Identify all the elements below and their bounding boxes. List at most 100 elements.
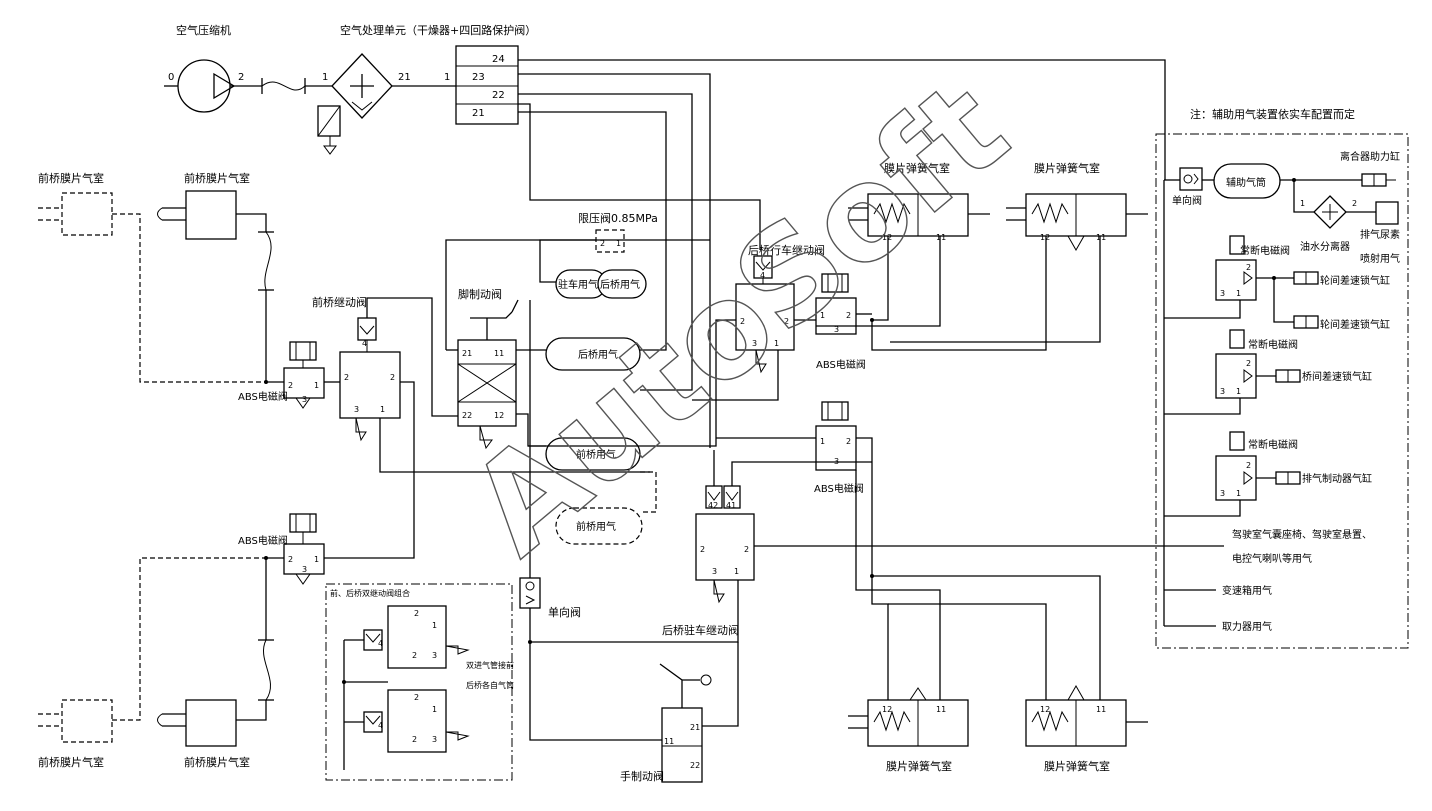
rear-park-relay-valve: 42 41 2 2 3 1 后桥驻车继动阀 [662,485,755,637]
foot-brake-valve: 21 11 22 12 脚制动阀 [457,287,519,450]
nc-valve-2: 2 3 1 常断电磁阀 [1215,329,1298,399]
svg-text:12: 12 [1040,233,1050,242]
svg-text:2: 2 [1246,359,1251,368]
svg-text:ABS电磁阀: ABS电磁阀 [238,534,288,547]
svg-text:21: 21 [690,723,700,732]
svg-text:3: 3 [834,325,839,334]
svg-text:前桥用气: 前桥用气 [576,520,616,533]
front-chamber-top-left: 前桥膜片气室 [38,171,113,236]
abs-valve-mid-top: 1 2 3 ABS电磁阀 [815,273,866,371]
svg-text:11: 11 [494,349,504,358]
spring-chamber-bottom-right: 12 11 膜片弹簧气室 [1025,684,1148,773]
svg-text:驾驶室气囊座椅、驾驶室悬置、: 驾驶室气囊座椅、驾驶室悬置、 [1232,528,1372,541]
svg-text:1: 1 [322,72,328,83]
svg-text:喷射用气: 喷射用气 [1360,252,1400,265]
svg-text:膜片弹簧气室: 膜片弹簧气室 [1044,759,1110,773]
rear-service-relay-valve: 4 2 2 3 1 后桥行车继动阀 [735,243,825,374]
svg-text:3: 3 [1220,387,1225,396]
dual-relay-combo: 前、后桥双继动阀组合 4 4 2 1 2 3 2 1 2 3 双进气管接前 后桥… [325,583,514,781]
front-chamber-top-right: 前桥膜片气室 [157,171,274,240]
svg-text:1: 1 [432,705,437,714]
svg-text:11: 11 [1096,233,1106,242]
spring-chamber-top-right: 12 11 膜片弹簧气室 [1006,161,1148,252]
aux-tank: 辅助气筒 [1213,163,1281,199]
svg-text:脚制动阀: 脚制动阀 [458,287,502,301]
svg-text:2: 2 [414,609,419,618]
svg-text:ABS电磁阀: ABS电磁阀 [238,390,288,403]
svg-text:1: 1 [1300,199,1305,208]
svg-text:2: 2 [846,311,851,320]
svg-text:1: 1 [1236,289,1241,298]
air-unit-label: 空气处理单元（干燥器+四回路保护阀） [340,23,536,37]
svg-text:电控气喇叭等用气: 电控气喇叭等用气 [1232,552,1312,565]
svg-text:3: 3 [432,735,437,744]
svg-text:前桥膜片气室: 前桥膜片气室 [38,171,104,185]
svg-text:驻车用气: 驻车用气 [558,278,598,291]
svg-text:2: 2 [238,72,244,83]
svg-text:离合器助力缸: 离合器助力缸 [1340,150,1400,163]
svg-text:1: 1 [1236,387,1241,396]
svg-text:油水分离器: 油水分离器 [1300,240,1350,253]
svg-text:前、后桥双继动阀组合: 前、后桥双继动阀组合 [330,588,410,598]
svg-text:1: 1 [380,405,385,414]
svg-text:常断电磁阀: 常断电磁阀 [1248,438,1298,451]
svg-text:前桥膜片气室: 前桥膜片气室 [38,755,104,769]
svg-text:1: 1 [820,437,825,446]
svg-text:单向阀: 单向阀 [1172,194,1202,207]
aux-frame [1155,133,1409,649]
svg-text:23: 23 [472,72,485,83]
svg-text:22: 22 [462,411,472,420]
front-tank-2: 前桥用气 [555,507,643,545]
svg-text:3: 3 [302,395,307,404]
svg-text:2: 2 [390,373,395,382]
svg-text:2: 2 [414,693,419,702]
svg-text:2: 2 [600,239,605,248]
svg-text:3: 3 [432,651,437,660]
svg-text:3: 3 [302,565,307,574]
svg-text:取力器用气: 取力器用气 [1222,620,1272,633]
svg-text:1: 1 [820,311,825,320]
svg-text:0: 0 [168,72,174,83]
svg-text:21: 21 [398,72,411,83]
note-label: 注：辅助用气装置依实车配置而定 [1190,107,1355,121]
svg-text:手制动阀: 手制动阀 [620,769,664,783]
svg-text:12: 12 [882,705,892,714]
svg-text:3: 3 [712,567,717,576]
svg-text:2: 2 [288,381,293,390]
svg-text:前桥膜片气室: 前桥膜片气室 [184,755,250,769]
abs-valve-left-bottom: 2 1 3 ABS电磁阀 [238,513,325,585]
svg-text:2: 2 [700,545,705,554]
svg-text:常断电磁阀: 常断电磁阀 [1240,244,1290,257]
svg-text:变速箱用气: 变速箱用气 [1222,584,1272,597]
hand-brake-valve: 21 11 22 手制动阀 [620,663,712,783]
svg-text:2: 2 [412,735,417,744]
oil-water-separator: 1 2 油水分离器 [1300,195,1357,253]
svg-text:1: 1 [616,239,621,248]
air-processing-unit: 1 21 1 空气处理单元（干燥器+四回路保护阀） 24 23 22 21 [305,23,536,155]
air-compressor: 0 2 空气压缩机 [164,23,306,113]
svg-text:42: 42 [708,501,718,510]
svg-text:2: 2 [412,651,417,660]
svg-text:1: 1 [774,339,779,348]
pressure-limit-valve: 2 1 限压阀0.85MPa [578,211,658,253]
clutch-booster: 离合器助力缸 [1340,150,1400,187]
svg-text:前桥膜片气室: 前桥膜片气室 [184,171,250,185]
svg-text:2: 2 [1352,199,1357,208]
svg-text:22: 22 [492,90,505,101]
nc-valve-3: 2 3 1 常断电磁阀 [1215,431,1298,501]
svg-text:单向阀: 单向阀 [548,605,581,619]
svg-text:1: 1 [314,381,319,390]
rear-tank-small: 后桥用气 [597,269,647,299]
svg-text:后桥用气: 后桥用气 [578,348,618,361]
svg-text:1: 1 [432,621,437,630]
svg-text:3: 3 [752,339,757,348]
svg-text:12: 12 [494,411,504,420]
svg-text:11: 11 [936,705,946,714]
svg-text:4: 4 [760,271,765,280]
svg-text:ABS电磁阀: ABS电磁阀 [814,482,864,495]
svg-text:21: 21 [472,108,485,119]
rear-tank: 后桥用气 [545,337,641,371]
svg-text:桥间差速锁气缸: 桥间差速锁气缸 [1302,370,1372,383]
check-valve-right: 单向阀 [1172,167,1203,207]
